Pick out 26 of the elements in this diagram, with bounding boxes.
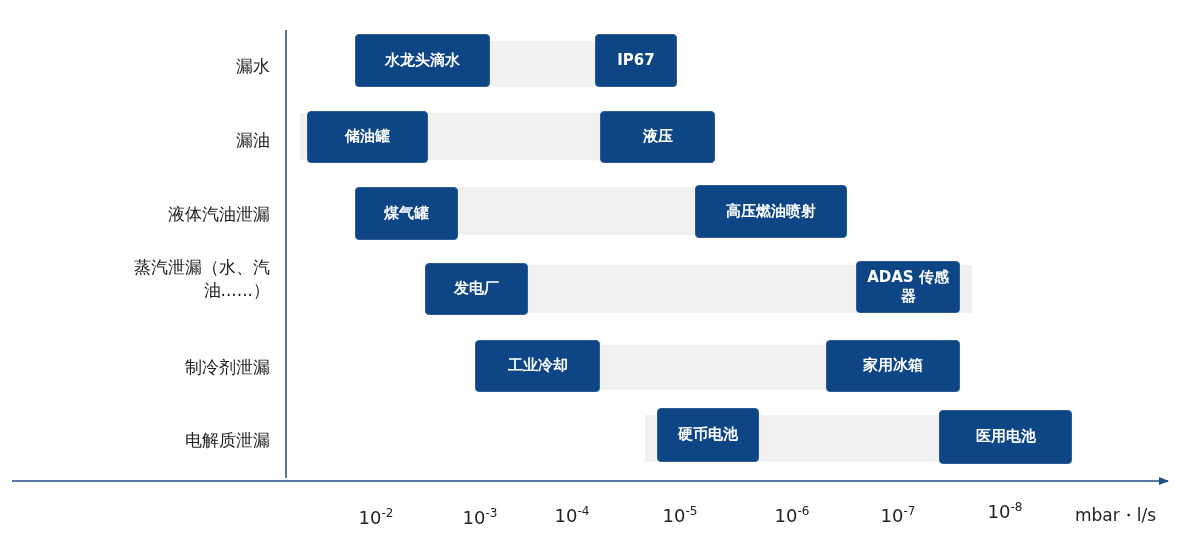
category-box: 液压 (600, 111, 715, 163)
category-box: 工业冷却 (475, 340, 600, 392)
unit-label: mbar・l/s (1075, 504, 1157, 527)
tick-label: 10$^{-3}$ (462, 506, 498, 528)
tick-label: 10$^{-8}$ (987, 500, 1023, 522)
category-box: 高压燃油喷射 (695, 185, 847, 238)
category-box: 医用电池 (939, 410, 1072, 464)
category-box: ADAS 传感器 (856, 261, 960, 313)
category-box: 水龙头滴水 (355, 34, 490, 87)
tick-label: 10$^{-7}$ (880, 504, 916, 526)
tick-label: 10$^{-6}$ (774, 504, 810, 526)
tick-label: 10$^{-4}$ (554, 504, 590, 526)
category-box: 储油罐 (307, 111, 428, 163)
row-label: 蒸汽泄漏（水、汽油......） (133, 256, 270, 302)
row-label: 制冷剂泄漏 (184, 356, 270, 379)
tick-label: 10$^{-5}$ (662, 504, 698, 526)
category-box: 家用冰箱 (826, 340, 960, 392)
category-box: IP67 (595, 34, 677, 87)
category-box: 发电厂 (425, 263, 528, 315)
row-label: 液体汽油泄漏 (167, 203, 270, 226)
row-label: 漏水 (235, 55, 270, 78)
tick-label: 10$^{-2}$ (358, 506, 394, 528)
row-label: 电解质泄漏 (184, 429, 270, 452)
category-box: 硬币电池 (657, 408, 759, 462)
category-box: 煤气罐 (355, 187, 458, 240)
row-label: 漏油 (235, 129, 270, 152)
